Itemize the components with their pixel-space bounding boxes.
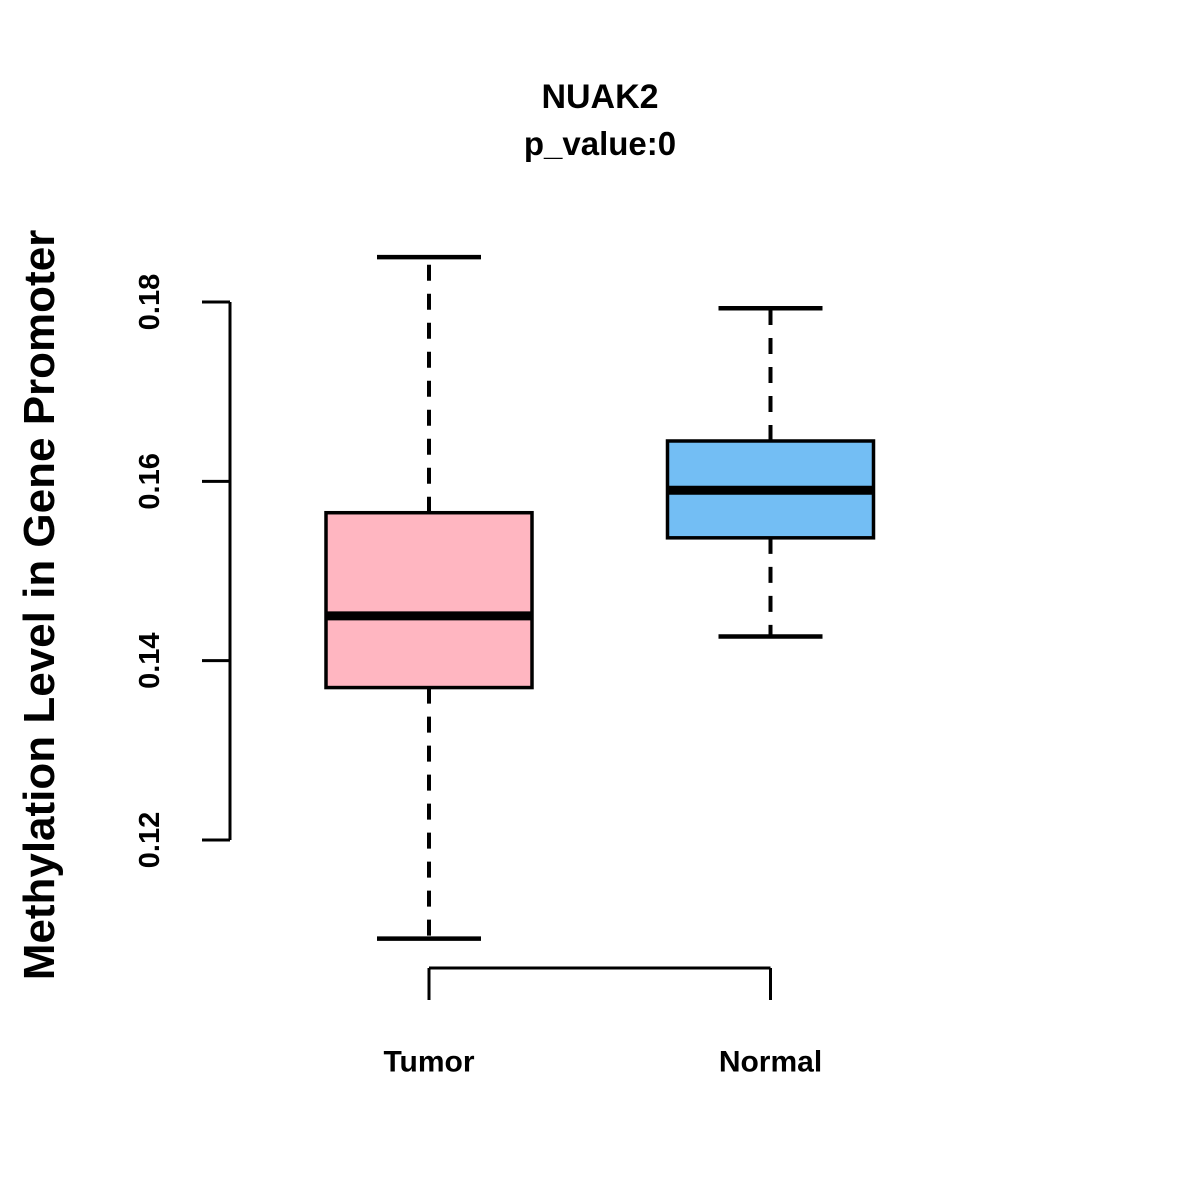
category-label-tumor: Tumor (383, 1046, 474, 1079)
chart-title: NUAK2 (541, 78, 659, 116)
y-tick-label: 0.14 (134, 632, 166, 688)
chart-subtitle: p_value:0 (523, 125, 677, 162)
box-tumor (324, 510, 534, 690)
y-tick-label: 0.12 (134, 812, 166, 868)
y-tick-label: 0.16 (134, 453, 166, 509)
category-label-normal: Normal (719, 1046, 822, 1079)
y-tick-label: 0.18 (134, 274, 166, 330)
